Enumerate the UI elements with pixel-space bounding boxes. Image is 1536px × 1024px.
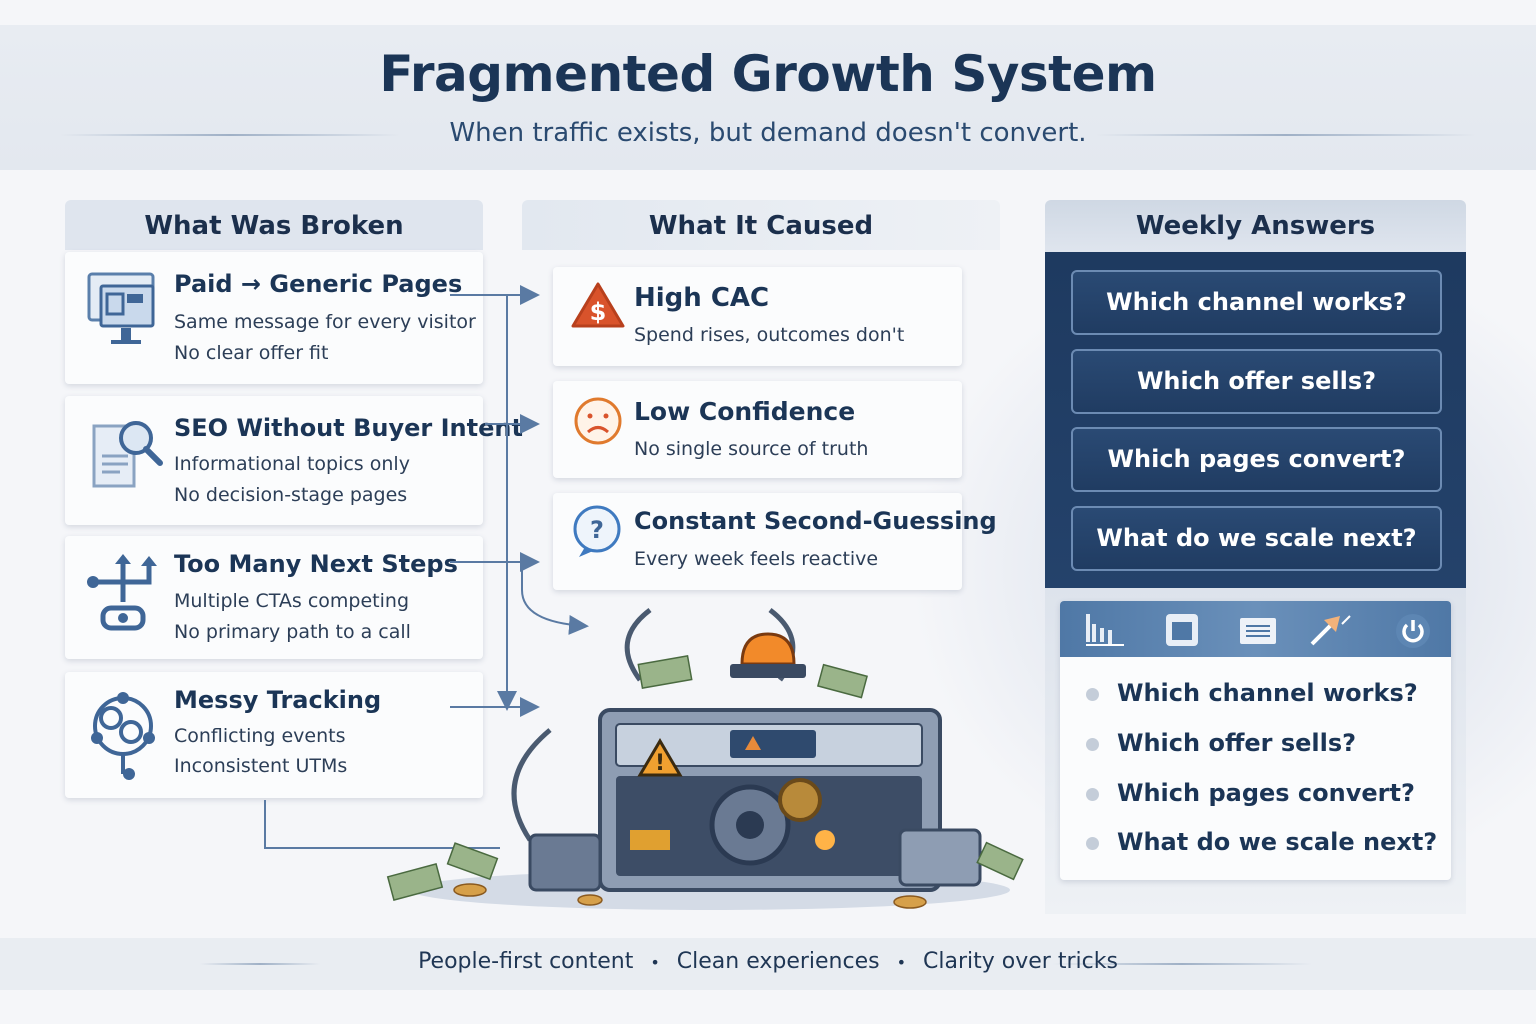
monitor-icon — [87, 272, 155, 344]
svg-text:$: $ — [590, 298, 607, 326]
answer-button-channel[interactable]: Which channel works? — [1071, 270, 1442, 335]
dashboard-item: Which pages convert? — [1086, 779, 1415, 807]
caused-card-confidence: Low Confidence No single source of truth — [553, 381, 962, 478]
card-line: Inconsistent UTMs — [174, 755, 348, 777]
bullet-icon — [1086, 737, 1099, 751]
card-title: High CAC — [634, 283, 770, 313]
broken-heading: What Was Broken — [65, 200, 483, 250]
svg-text:?: ? — [590, 516, 604, 544]
document-search-icon — [92, 421, 163, 488]
separator: • — [650, 953, 660, 972]
dashboard-item-label: What do we scale next? — [1117, 828, 1438, 856]
card-title: Low Confidence — [634, 397, 856, 426]
broken-card-next-steps: Too Many Next Steps Multiple CTAs compet… — [65, 536, 483, 659]
broken-card-paid: Paid → Generic Pages Same message for ev… — [65, 252, 483, 384]
bullet-icon — [1086, 787, 1099, 801]
caused-card-cac: $ High CAC Spend rises, outcomes don't — [553, 267, 962, 366]
answer-button-offer[interactable]: Which offer sells? — [1071, 349, 1442, 414]
card-line: Every week feels reactive — [634, 548, 879, 570]
divider — [1052, 963, 1312, 965]
dashboard-item: Which offer sells? — [1086, 729, 1356, 757]
answer-button-pages[interactable]: Which pages convert? — [1071, 427, 1442, 492]
broken-card-seo: SEO Without Buyer Intent Informational t… — [65, 396, 523, 525]
dashboard-item: What do we scale next? — [1086, 828, 1437, 856]
weekly-heading: Weekly Answers — [1045, 200, 1466, 252]
dashboard-item: Which channel works? — [1086, 679, 1418, 707]
card-title: Too Many Next Steps — [174, 550, 458, 578]
card-title: Constant Second-Guessing — [634, 507, 997, 535]
dashboard-item-label: Which pages convert? — [1117, 779, 1415, 807]
divider — [60, 134, 400, 136]
broken-card-tracking: Messy Tracking Conflicting events Incons… — [65, 672, 483, 798]
bar-chart-icon[interactable] — [1084, 612, 1126, 648]
broken-machine-illustration: ! — [386, 608, 1024, 910]
card-line: No primary path to a call — [174, 621, 411, 643]
card-line: Informational topics only — [174, 453, 410, 475]
dashboard-item-label: Which channel works? — [1117, 679, 1418, 707]
footer-principles: People-first content • Clean experiences… — [0, 949, 1536, 974]
calendar-icon[interactable] — [1164, 612, 1200, 648]
card-line: Spend rises, outcomes don't — [634, 324, 905, 346]
card-line: Same message for every visitor — [174, 311, 476, 333]
card-title: SEO Without Buyer Intent — [174, 414, 523, 442]
growth-arrow-icon[interactable] — [1308, 612, 1352, 648]
card-title: Paid → Generic Pages — [174, 270, 463, 298]
card-line: No single source of truth — [634, 438, 869, 460]
question-bubble-icon: ? — [573, 505, 621, 557]
dollar-warning-icon: $ — [571, 282, 625, 328]
branching-paths-icon — [87, 554, 157, 631]
separator: • — [896, 953, 907, 972]
page-title: Fragmented Growth System — [379, 45, 1157, 103]
card-line: No clear offer fit — [174, 342, 329, 364]
sad-face-icon — [574, 397, 622, 445]
svg-text:!: ! — [655, 751, 665, 776]
header-band — [0, 25, 1536, 170]
page-subtitle: When traffic exists, but demand doesn't … — [449, 118, 1087, 148]
report-icon[interactable] — [1238, 612, 1278, 648]
bullet-icon — [1086, 836, 1099, 850]
answer-button-scale[interactable]: What do we scale next? — [1071, 506, 1442, 571]
footer-item: People-first content — [418, 949, 634, 974]
card-title: Messy Tracking — [174, 686, 382, 714]
dashboard-item-label: Which offer sells? — [1117, 729, 1357, 757]
divider — [1096, 134, 1476, 136]
card-line: Multiple CTAs competing — [174, 590, 410, 612]
bullet-icon — [1086, 687, 1099, 701]
caused-heading: What It Caused — [522, 200, 1000, 250]
footer-item: Clarity over tricks — [923, 949, 1118, 974]
card-line: Conflicting events — [174, 725, 346, 747]
tangled-network-icon — [91, 692, 155, 780]
card-line: No decision-stage pages — [174, 484, 408, 506]
caused-card-second-guessing: ? Constant Second-Guessing Every week fe… — [553, 493, 997, 590]
power-icon[interactable] — [1394, 612, 1432, 650]
divider — [200, 963, 320, 965]
footer-item: Clean experiences — [676, 949, 880, 974]
